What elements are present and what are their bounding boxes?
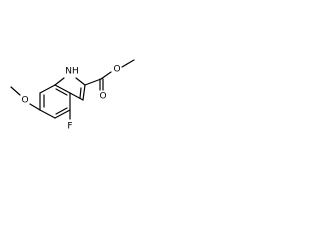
bond-c5-c6 — [39, 109, 56, 119]
bond-c7a-c3a — [54, 84, 71, 94]
bond-n1-c2 — [75, 77, 86, 86]
bond-o-ch3 — [10, 86, 21, 96]
atom-label-ester-oxygen: O — [113, 65, 120, 75]
bond-c3-c3a — [69, 92, 84, 101]
bond-ccarbonyl-oester — [100, 71, 112, 80]
atom-label-methoxy-oxygen: O — [21, 96, 28, 106]
bond-c4-c5 — [54, 109, 71, 119]
bond-c4-c5-inner — [55, 107, 68, 115]
atom-label-carbonyl-oxygen: O — [99, 92, 106, 102]
atom-label-nh: NH — [65, 67, 79, 77]
molecule-structure: NH F O O O — [10, 59, 135, 132]
bond-c7a-n1 — [54, 77, 65, 86]
bond-layer — [10, 59, 135, 120]
bond-c2-c3-inner — [79, 87, 82, 99]
bond-c6-o — [29, 103, 41, 111]
bond-c2-ccarbonyl — [84, 78, 102, 86]
bond-c7-c7a — [39, 84, 56, 94]
bond-c7a-c3a-inner — [55, 88, 68, 96]
bond-c2-c3 — [82, 84, 86, 101]
atom-label-fluorine: F — [67, 122, 72, 132]
bond-oester-ch3 — [121, 59, 135, 68]
atom-labels: NH F O O O — [21, 65, 120, 132]
